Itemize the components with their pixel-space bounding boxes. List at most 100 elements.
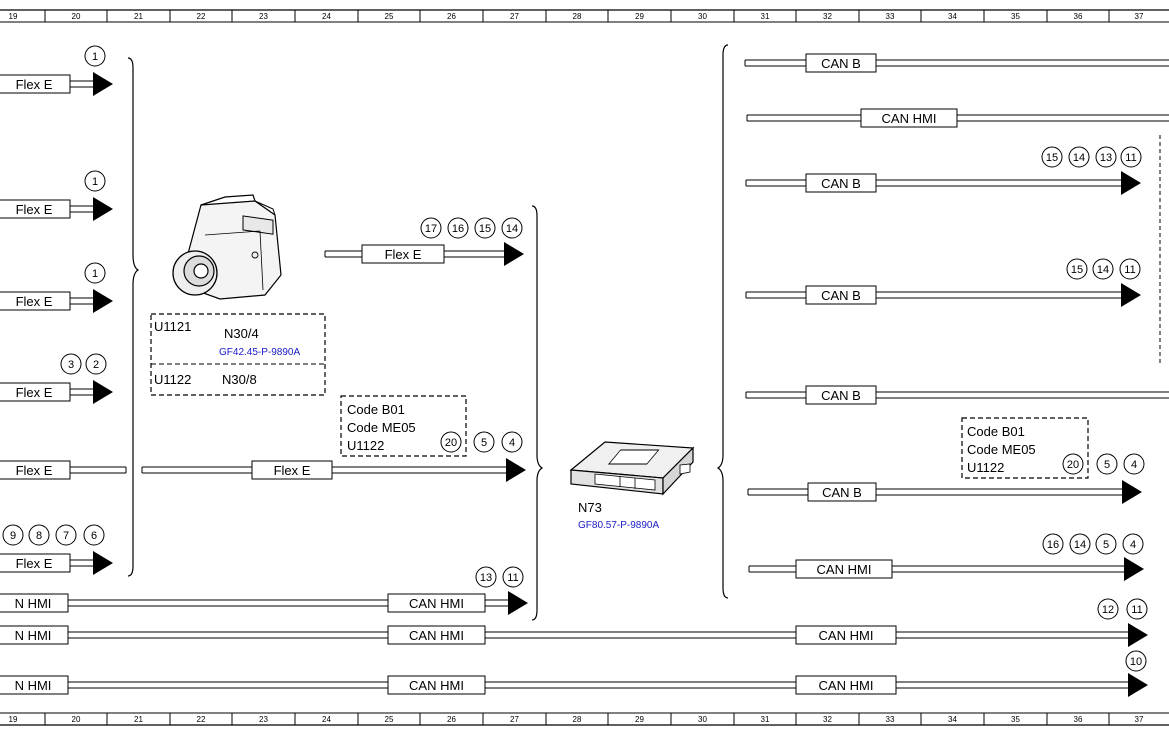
middle-bracket xyxy=(531,205,544,621)
connector-number-badge: 11 xyxy=(1119,258,1141,280)
bus-label-can-b-6[interactable]: CAN B xyxy=(807,482,877,502)
ruler-number: 23 xyxy=(259,715,268,724)
ruler-number: 21 xyxy=(134,715,143,724)
ruler-number: 24 xyxy=(322,12,331,21)
n73-control-unit-illustration xyxy=(569,441,695,496)
bus-label-can-hmi-left-b-text: N HMI xyxy=(15,628,52,643)
bus-label-can-hmi-left-a-text: N HMI xyxy=(15,596,52,611)
connector-number-badge: 20 xyxy=(1062,453,1084,475)
ruler-number: 29 xyxy=(635,715,644,724)
bus-label-flex-e-text: Flex E xyxy=(16,294,53,309)
bus-label-can-hmi-c-mid-text: CAN HMI xyxy=(409,678,464,693)
bus-label-can-hmi-b-mid[interactable]: CAN HMI xyxy=(387,625,486,645)
bus-label-can-hmi-c-right[interactable]: CAN HMI xyxy=(795,675,897,695)
code-note-left: Code B01 Code ME05 U1122 xyxy=(340,395,467,457)
bus-label-can-b-6-text: CAN B xyxy=(822,485,862,500)
connector-number-badge: 4 xyxy=(501,431,523,453)
bus-label-flex-e-abs[interactable]: Flex E xyxy=(361,244,445,264)
can-b-3-arrow xyxy=(1121,171,1141,195)
ruler-number: 34 xyxy=(948,715,957,724)
bus-label-flex-e[interactable]: Flex E xyxy=(0,74,71,94)
bus-label-can-b-4[interactable]: CAN B xyxy=(805,285,877,305)
abs-unit-code-box: U1121 N30/4 GF42.45-P-9890A U1122 N30/8 xyxy=(150,313,326,396)
bus-label-can-hmi-left-a[interactable]: N HMI xyxy=(0,593,69,613)
bus-label-can-b-1[interactable]: CAN B xyxy=(805,53,877,73)
abs-doc-link[interactable]: GF42.45-P-9890A xyxy=(219,347,300,358)
bus-label-can-hmi-r7-text: CAN HMI xyxy=(817,562,872,577)
ruler-number: 31 xyxy=(761,715,770,724)
connector-number-badge: 14 xyxy=(1092,258,1114,280)
connector-number-badge: 8 xyxy=(28,524,50,546)
connector-number-badge: 3 xyxy=(60,353,82,375)
connector-number-badge: 17 xyxy=(420,217,442,239)
n73-doc-link[interactable]: GF80.57-P-9890A xyxy=(578,520,659,531)
connector-number-text: 3 xyxy=(68,359,74,371)
connector-number-text: 16 xyxy=(1047,539,1059,551)
connector-number-badge: 7 xyxy=(55,524,77,546)
bus-label-flex-e-text: Flex E xyxy=(16,556,53,571)
ruler-number: 26 xyxy=(447,715,456,724)
bus-label-can-hmi-r7[interactable]: CAN HMI xyxy=(795,559,893,579)
connector-number-text: 16 xyxy=(452,223,464,235)
bus-label-flex-e[interactable]: Flex E xyxy=(0,199,71,219)
connector-number-text: 15 xyxy=(1071,264,1083,276)
ruler-number: 35 xyxy=(1011,715,1020,724)
flex-e-arrow xyxy=(93,380,113,404)
bus-label-can-b-5[interactable]: CAN B xyxy=(805,385,877,405)
connector-number-text: 15 xyxy=(1046,152,1058,164)
connector-number-badge: 16 xyxy=(447,217,469,239)
flex-e-arrow xyxy=(93,289,113,313)
bus-label-can-hmi-a[interactable]: CAN HMI xyxy=(387,593,486,613)
ruler-number: 37 xyxy=(1135,12,1144,21)
ruler-number: 29 xyxy=(635,12,644,21)
bus-label-can-hmi-left-b[interactable]: N HMI xyxy=(0,625,69,645)
bus-label-can-hmi-r2[interactable]: CAN HMI xyxy=(860,108,958,128)
connector-number-badge: 13 xyxy=(475,566,497,588)
connector-number-text: 17 xyxy=(425,223,437,235)
connector-number-text: 5 xyxy=(1104,459,1110,471)
ruler-number: 20 xyxy=(72,715,81,724)
bus-label-can-hmi-b-mid-text: CAN HMI xyxy=(409,628,464,643)
ruler-number: 22 xyxy=(197,715,206,724)
bus-label-flex-e-abs-text: Flex E xyxy=(385,247,422,262)
right-bracket xyxy=(716,44,729,599)
hydraulic-unit-illustration xyxy=(172,194,282,300)
bus-label-flex-e[interactable]: Flex E xyxy=(0,291,71,311)
connector-number-badge: 15 xyxy=(1041,146,1063,168)
bus-label-flex-e-text: Flex E xyxy=(16,202,53,217)
connector-number-text: 14 xyxy=(1073,152,1085,164)
connector-number-badge: 5 xyxy=(1095,533,1117,555)
connector-number-text: 4 xyxy=(509,437,515,449)
connector-number-text: 5 xyxy=(1103,539,1109,551)
ruler-number: 27 xyxy=(510,12,519,21)
abs-code-2: U1122 xyxy=(154,372,191,387)
ruler-number: 32 xyxy=(823,715,832,724)
can-hmi-b-arrow xyxy=(1128,623,1148,647)
connector-number-text: 8 xyxy=(36,530,42,542)
ruler-number: 32 xyxy=(823,12,832,21)
connector-number-badge: 14 xyxy=(501,217,523,239)
bus-label-flex-e[interactable]: Flex E xyxy=(0,460,71,480)
connector-number-badge: 16 xyxy=(1042,533,1064,555)
bus-label-flex-e[interactable]: Flex E xyxy=(0,553,71,573)
code-note-left-line-3: U1122 xyxy=(347,438,384,453)
code-note-left-line-2: Code ME05 xyxy=(347,420,416,435)
bus-label-flex-e[interactable]: Flex E xyxy=(0,382,71,402)
ruler-number: 30 xyxy=(698,12,707,21)
connector-number-text: 11 xyxy=(507,572,518,584)
code-note-right-line-3: U1122 xyxy=(967,460,1004,475)
connector-number-text: 11 xyxy=(1131,604,1142,616)
connector-number-badge: 14 xyxy=(1069,533,1091,555)
ruler-number: 36 xyxy=(1074,715,1083,724)
connector-number-text: 1 xyxy=(92,51,98,63)
bus-label-can-hmi-b-right[interactable]: CAN HMI xyxy=(795,625,897,645)
bus-label-can-hmi-c-mid[interactable]: CAN HMI xyxy=(387,675,486,695)
ruler-number: 28 xyxy=(573,12,582,21)
ruler-number: 33 xyxy=(886,715,895,724)
connector-number-badge: 4 xyxy=(1123,453,1145,475)
bus-label-flex-e-center[interactable]: Flex E xyxy=(251,460,333,480)
bus-label-can-b-3[interactable]: CAN B xyxy=(805,173,877,193)
ruler-number: 23 xyxy=(259,12,268,21)
bus-label-can-hmi-left-c[interactable]: N HMI xyxy=(0,675,69,695)
ruler-number: 36 xyxy=(1074,12,1083,21)
